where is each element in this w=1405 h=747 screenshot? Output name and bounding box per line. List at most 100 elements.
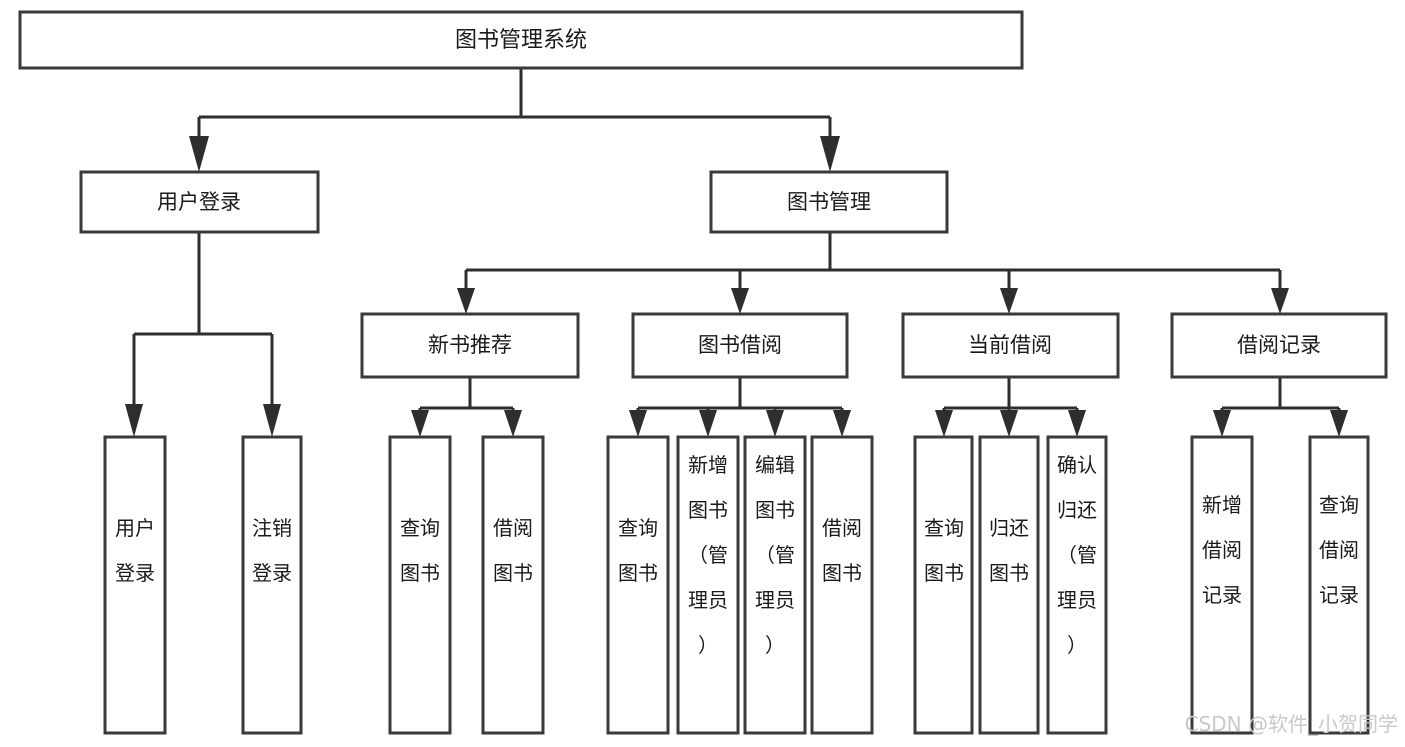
- leaf-borrow-book-rec-box[interactable]: [481, 435, 545, 735]
- node-book-manage-label: 图书管理: [787, 190, 871, 214]
- node-book-borrow-box[interactable]: [631, 312, 849, 379]
- arrow-head-leaf-confirm-return: [1068, 410, 1086, 437]
- leaf-add-borrow-record-line-1: 借阅: [1202, 538, 1242, 562]
- node-current-borrow[interactable]: 当前借阅: [901, 312, 1120, 379]
- node-root[interactable]: 图书管理系统: [18, 10, 1024, 70]
- arrow-head-leaf-add-book: [699, 410, 717, 437]
- arrow-head-leaf-edit-book: [766, 410, 784, 437]
- leaf-query-book-rec-box[interactable]: [388, 435, 452, 735]
- leaf-confirm-return-line-4: ）: [1067, 633, 1087, 657]
- leaf-edit-book-line-0: 编辑: [755, 453, 795, 477]
- arrow-head-leaf-query-book-borrow: [629, 410, 647, 437]
- leaf-user-logout[interactable]: 注销 登录: [241, 435, 303, 735]
- leaf-query-book-rec-line-0: 查询: [400, 516, 440, 540]
- leaf-query-book-rec[interactable]: 查询 图书: [388, 435, 452, 735]
- leaf-add-book-line-1: 图书: [688, 498, 728, 522]
- leaf-query-book-borrow-line-0: 查询: [618, 516, 658, 540]
- node-root-box[interactable]: [18, 10, 1024, 70]
- leaf-confirm-return-box[interactable]: [1046, 435, 1108, 735]
- leaf-user-logout-box[interactable]: [241, 435, 303, 735]
- leaf-query-book-current[interactable]: 查询 图书: [913, 435, 974, 735]
- connector-layer: [125, 68, 1348, 437]
- leaf-add-book-line-4: ）: [698, 633, 718, 657]
- node-current-borrow-box[interactable]: [901, 312, 1120, 379]
- arrow-head-leaf-query-book-rec: [411, 410, 429, 437]
- node-new-book-rec-label: 新书推荐: [428, 333, 512, 357]
- leaf-edit-book-line-4: ）: [765, 633, 785, 657]
- node-root-label: 图书管理系统: [455, 28, 587, 53]
- node-book-borrow-label: 图书借阅: [698, 333, 782, 357]
- node-user-login-box[interactable]: [79, 170, 320, 234]
- node-user-login[interactable]: 用户登录: [79, 170, 320, 234]
- leaf-return-book[interactable]: 归还 图书: [978, 435, 1040, 735]
- leaf-query-borrow-record-line-2: 记录: [1319, 583, 1359, 607]
- arrow-head-leaf-user-logout: [263, 404, 281, 437]
- leaf-edit-book-box[interactable]: [743, 435, 807, 735]
- leaf-add-book-line-3: 理员: [688, 588, 728, 612]
- arrow-head-book-borrow: [731, 288, 749, 314]
- leaf-query-borrow-record-box[interactable]: [1308, 435, 1370, 735]
- leaf-query-borrow-record[interactable]: 查询 借阅 记录: [1308, 435, 1370, 735]
- csdn-watermark: CSDN @软件_小贺同学: [1185, 712, 1398, 736]
- arrow-head-book-manage: [820, 136, 840, 172]
- leaf-query-book-current-box[interactable]: [913, 435, 974, 735]
- leaf-confirm-return-line-3: 理员: [1057, 588, 1097, 612]
- node-book-borrow[interactable]: 图书借阅: [631, 312, 849, 379]
- leaf-add-borrow-record-line-0: 新增: [1202, 493, 1242, 517]
- leaf-borrow-book-rec-line-1: 图书: [493, 561, 533, 585]
- leaf-add-book-box[interactable]: [676, 435, 740, 735]
- node-new-book-rec-box[interactable]: [360, 312, 580, 379]
- leaf-query-book-current-line-1: 图书: [924, 561, 964, 585]
- leaf-query-book-borrow[interactable]: 查询 图书: [606, 435, 670, 735]
- leaf-add-borrow-record-line-2: 记录: [1202, 583, 1242, 607]
- leaf-add-book-line-0: 新增: [688, 453, 728, 477]
- leaf-add-book-line-2: （管: [688, 543, 728, 567]
- leaf-query-book-current-line-0: 查询: [924, 516, 964, 540]
- leaf-query-book-rec-line-1: 图书: [400, 561, 440, 585]
- arrow-head-leaf-add-borrow-record: [1213, 410, 1231, 437]
- leaf-borrow-book-rec-line-0: 借阅: [493, 516, 533, 540]
- leaf-edit-book-line-1: 图书: [755, 498, 795, 522]
- node-current-borrow-label: 当前借阅: [968, 333, 1052, 357]
- leaf-add-book[interactable]: 新增 图书 （管 理员 ）: [676, 435, 740, 735]
- leaf-return-book-line-1: 图书: [989, 561, 1029, 585]
- leaf-add-borrow-record[interactable]: 新增 借阅 记录: [1190, 435, 1254, 735]
- leaf-query-book-borrow-box[interactable]: [606, 435, 670, 735]
- leaf-borrow-book-rec[interactable]: 借阅 图书: [481, 435, 545, 735]
- arrow-head-leaf-query-borrow-record: [1330, 410, 1348, 437]
- arrow-head-leaf-borrow-book: [833, 410, 851, 437]
- arrow-head-leaf-query-book-current: [935, 410, 953, 437]
- leaf-add-borrow-record-box[interactable]: [1190, 435, 1254, 735]
- node-borrow-record[interactable]: 借阅记录: [1170, 312, 1388, 379]
- node-book-manage[interactable]: 图书管理: [709, 170, 949, 234]
- leaf-user-login-box[interactable]: [103, 435, 167, 735]
- leaf-confirm-return[interactable]: 确认 归还 （管 理员 ）: [1046, 435, 1108, 735]
- leaf-confirm-return-line-0: 确认: [1057, 453, 1097, 477]
- leaf-borrow-book[interactable]: 借阅 图书: [810, 435, 874, 735]
- leaf-borrow-book-box[interactable]: [810, 435, 874, 735]
- arrow-head-current-borrow: [1000, 288, 1018, 314]
- arrow-head-leaf-user-login: [125, 404, 143, 437]
- arrow-head-leaf-return-book: [1000, 410, 1018, 437]
- arrow-head-borrow-record: [1271, 288, 1289, 314]
- arrow-head-new-book-rec: [457, 288, 475, 314]
- node-user-login-label: 用户登录: [157, 190, 241, 214]
- leaf-user-login[interactable]: 用户 登录: [103, 435, 167, 735]
- node-new-book-rec[interactable]: 新书推荐: [360, 312, 580, 379]
- leaf-query-borrow-record-line-1: 借阅: [1319, 538, 1359, 562]
- leaf-user-login-line-0: 用户: [115, 516, 155, 540]
- leaf-return-book-box[interactable]: [978, 435, 1040, 735]
- node-borrow-record-box[interactable]: [1170, 312, 1388, 379]
- node-borrow-record-label: 借阅记录: [1237, 333, 1321, 357]
- leaf-return-book-line-0: 归还: [989, 516, 1029, 540]
- leaf-user-logout-line-0: 注销: [252, 516, 292, 540]
- leaf-query-book-borrow-line-1: 图书: [618, 561, 658, 585]
- node-book-manage-box[interactable]: [709, 170, 949, 234]
- leaf-query-borrow-record-line-0: 查询: [1319, 493, 1359, 517]
- arrow-head-user-login: [189, 136, 209, 172]
- leaf-edit-book[interactable]: 编辑 图书 （管 理员 ）: [743, 435, 807, 735]
- leaf-borrow-book-line-1: 图书: [822, 561, 862, 585]
- leaf-confirm-return-line-1: 归还: [1057, 498, 1097, 522]
